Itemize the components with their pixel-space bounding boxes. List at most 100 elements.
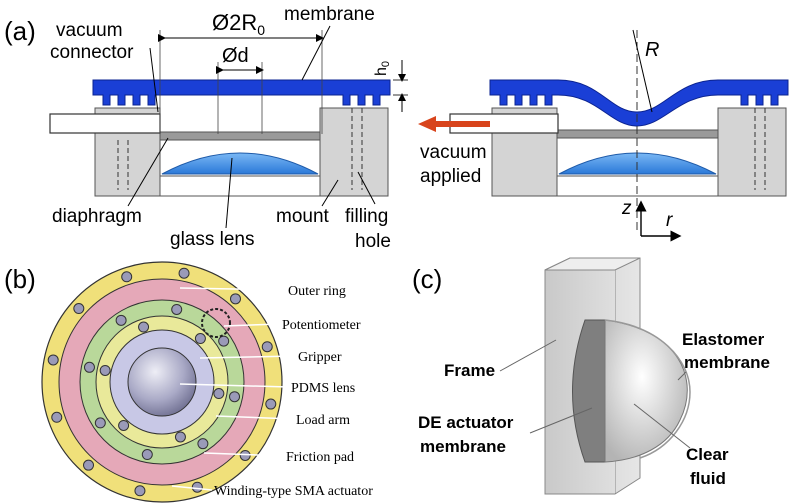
label-gripper: Gripper bbox=[298, 350, 342, 365]
label-vacuum-connector: vacuum bbox=[56, 20, 123, 41]
leader-line bbox=[225, 157, 233, 229]
bolt bbox=[229, 391, 241, 403]
bolt bbox=[213, 388, 225, 400]
bolt bbox=[83, 361, 95, 373]
bolt bbox=[191, 481, 203, 493]
leader-line bbox=[321, 179, 339, 207]
bolt bbox=[174, 431, 186, 443]
label-potentiometer: Potentiometer bbox=[282, 318, 361, 333]
bolt bbox=[115, 314, 127, 326]
label-de-actuator: DE actuator bbox=[418, 413, 514, 432]
label-clear-fluid: fluid bbox=[690, 469, 726, 488]
label-diaphragm: diaphragm bbox=[52, 206, 142, 227]
panel-c-letter: (c) bbox=[412, 264, 442, 294]
label-vacuum-connector: connector bbox=[50, 42, 134, 63]
leader-line bbox=[499, 339, 557, 372]
bolt bbox=[47, 354, 59, 366]
leader-line bbox=[203, 452, 285, 457]
membrane-relaxed bbox=[92, 79, 391, 106]
leader-line bbox=[215, 415, 295, 420]
panel-c-labels: Frame Elastomer membrane DE actuator mem… bbox=[418, 330, 770, 488]
label-mount: mount bbox=[276, 206, 330, 227]
dim-h0-label: h0 bbox=[373, 61, 392, 76]
vacuum-arrow-head bbox=[418, 116, 436, 132]
label-filling-hole: hole bbox=[355, 231, 391, 252]
label-sma-actuator: Winding-type SMA actuator bbox=[214, 484, 373, 499]
bolt bbox=[261, 341, 273, 353]
label-de-actuator: membrane bbox=[420, 437, 506, 456]
label-outer-ring: Outer ring bbox=[288, 284, 346, 299]
leader-line bbox=[301, 25, 331, 81]
vacuum-connector-tube bbox=[49, 113, 161, 134]
lens-seat bbox=[159, 175, 321, 197]
bolt bbox=[94, 417, 106, 429]
panel-a-letter: (a) bbox=[4, 16, 36, 46]
membrane-deflected bbox=[489, 79, 789, 127]
leader-line bbox=[127, 137, 169, 207]
bolt bbox=[99, 364, 111, 376]
leader-line bbox=[677, 371, 687, 381]
bolt bbox=[118, 419, 130, 431]
panel-c: (c) Frame Elastomer membrane DE actuator… bbox=[412, 257, 770, 495]
de-actuator-membrane bbox=[572, 319, 606, 463]
label-membrane: membrane bbox=[284, 4, 375, 25]
leader-line bbox=[357, 171, 376, 205]
glass-lens bbox=[161, 152, 319, 175]
panel-b-letter: (b) bbox=[4, 264, 36, 294]
label-clear-fluid: Clear bbox=[686, 445, 729, 464]
label-pdms-lens: PDMS lens bbox=[291, 381, 355, 396]
leader-line bbox=[529, 407, 593, 434]
radius-line bbox=[632, 29, 653, 113]
actuator-disc bbox=[41, 261, 283, 503]
bolt bbox=[138, 321, 150, 333]
label-vacuum-applied: vacuum bbox=[420, 142, 487, 163]
leader-line bbox=[171, 485, 213, 491]
potentiometer bbox=[201, 308, 231, 338]
leader-line bbox=[223, 323, 281, 327]
lens-assembly-relaxed bbox=[49, 30, 408, 197]
axis-r-label: r bbox=[666, 210, 673, 231]
dim-d-label: Ød bbox=[222, 45, 249, 67]
leader-line bbox=[199, 355, 297, 359]
lens-assembly-deformed bbox=[418, 29, 789, 242]
label-elastomer-membrane: membrane bbox=[684, 353, 770, 372]
mount-right bbox=[717, 107, 787, 197]
label-load-arm: Load arm bbox=[296, 413, 350, 428]
axis-z-label: z bbox=[621, 198, 632, 219]
leader-line bbox=[179, 383, 290, 388]
bolt bbox=[218, 335, 230, 347]
label-glass-lens: glass lens bbox=[170, 229, 255, 250]
elastomer-membrane bbox=[604, 319, 691, 459]
bolt bbox=[229, 293, 241, 305]
label-R: R bbox=[645, 39, 659, 61]
bolt bbox=[239, 449, 251, 461]
label-friction-pad: Friction pad bbox=[286, 450, 354, 465]
label-filling-hole: filling bbox=[345, 206, 388, 227]
clear-fluid bbox=[604, 319, 688, 463]
bolt bbox=[134, 485, 146, 497]
bolt bbox=[265, 398, 277, 410]
frame-top bbox=[544, 257, 641, 271]
bolt bbox=[121, 271, 133, 283]
bolt-ring bbox=[47, 267, 277, 497]
bolt bbox=[51, 411, 63, 423]
bolt bbox=[141, 449, 153, 461]
bolt bbox=[83, 459, 95, 471]
pdms-lens bbox=[127, 347, 197, 417]
leader-line bbox=[633, 403, 691, 449]
label-frame: Frame bbox=[444, 361, 495, 380]
label-vacuum-applied: applied bbox=[420, 166, 481, 187]
leader-line bbox=[149, 47, 159, 113]
label-elastomer-membrane: Elastomer bbox=[682, 330, 765, 349]
leader-line bbox=[179, 287, 287, 291]
panel-a: (a) bbox=[4, 4, 789, 252]
bolt bbox=[197, 438, 209, 450]
bolt bbox=[73, 303, 85, 315]
mount-right bbox=[319, 107, 389, 197]
bolt bbox=[178, 267, 190, 279]
panel-b-labels: Outer ring Potentiometer Gripper PDMS le… bbox=[171, 284, 373, 499]
dim-2R0-label: Ø2R0 bbox=[212, 10, 265, 38]
bolt bbox=[171, 303, 183, 315]
diaphragm-plate bbox=[159, 131, 321, 141]
